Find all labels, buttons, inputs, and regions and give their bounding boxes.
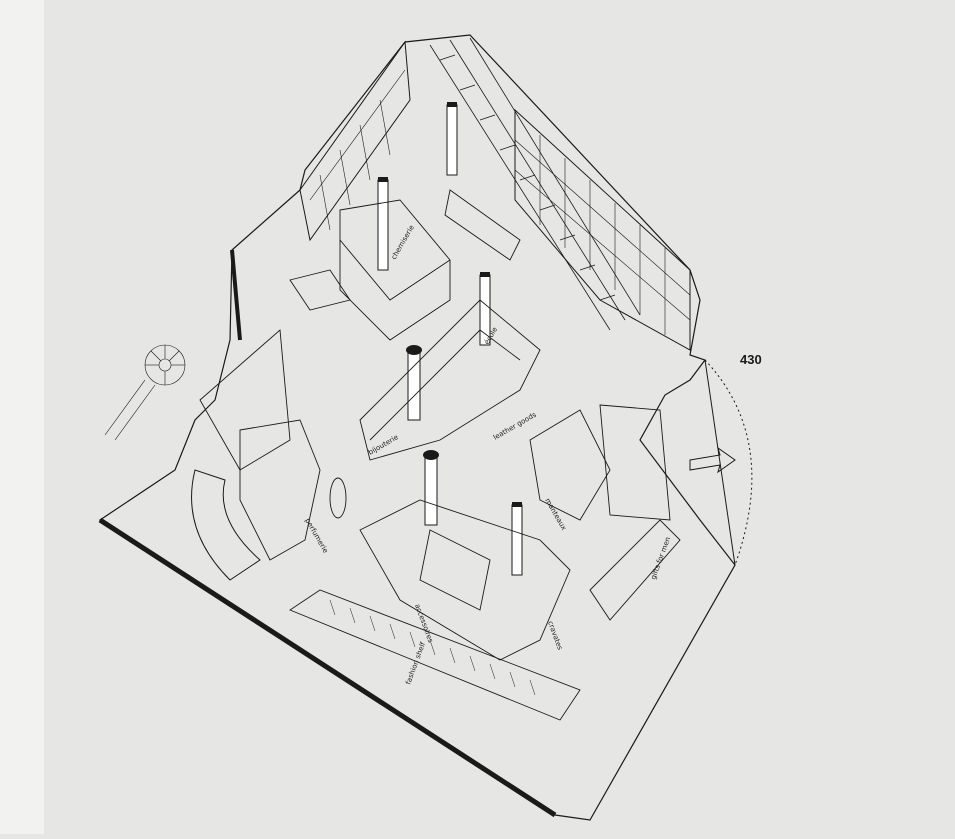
page-margin [0, 0, 44, 834]
column-5 [424, 454, 438, 526]
curved-counter [289, 269, 351, 311]
entrance-vestibule [191, 469, 261, 581]
freestanding-display [329, 477, 347, 519]
manteaux-counter [529, 409, 611, 521]
column-2 [446, 104, 458, 176]
back-counter [444, 189, 521, 261]
perfume-counter [239, 419, 321, 561]
central-island [359, 299, 541, 461]
shelf-lines [329, 599, 536, 696]
left-thick-wall [230, 249, 242, 341]
fixtures [199, 189, 681, 721]
figure-number: 430 [740, 352, 762, 367]
door-swing-arc [704, 359, 753, 566]
column-caps [378, 102, 522, 507]
column-4 [407, 349, 421, 421]
fashion-shelf-counter [289, 589, 581, 721]
building-outline [98, 34, 736, 821]
spiral-stair [104, 344, 186, 441]
chemiserie-island [339, 199, 451, 341]
back-facade-grid [299, 40, 691, 351]
front-wall [98, 517, 557, 818]
column-1 [377, 179, 389, 271]
outer-wall [98, 34, 736, 821]
escalator [429, 37, 641, 331]
column-6 [511, 504, 523, 576]
fitting-room [599, 404, 671, 521]
right-wall [704, 359, 736, 566]
lower-island [359, 499, 571, 661]
left-display [199, 329, 291, 471]
columns [377, 104, 523, 576]
gifts-counter [589, 519, 681, 621]
exit-arrow [689, 446, 736, 474]
